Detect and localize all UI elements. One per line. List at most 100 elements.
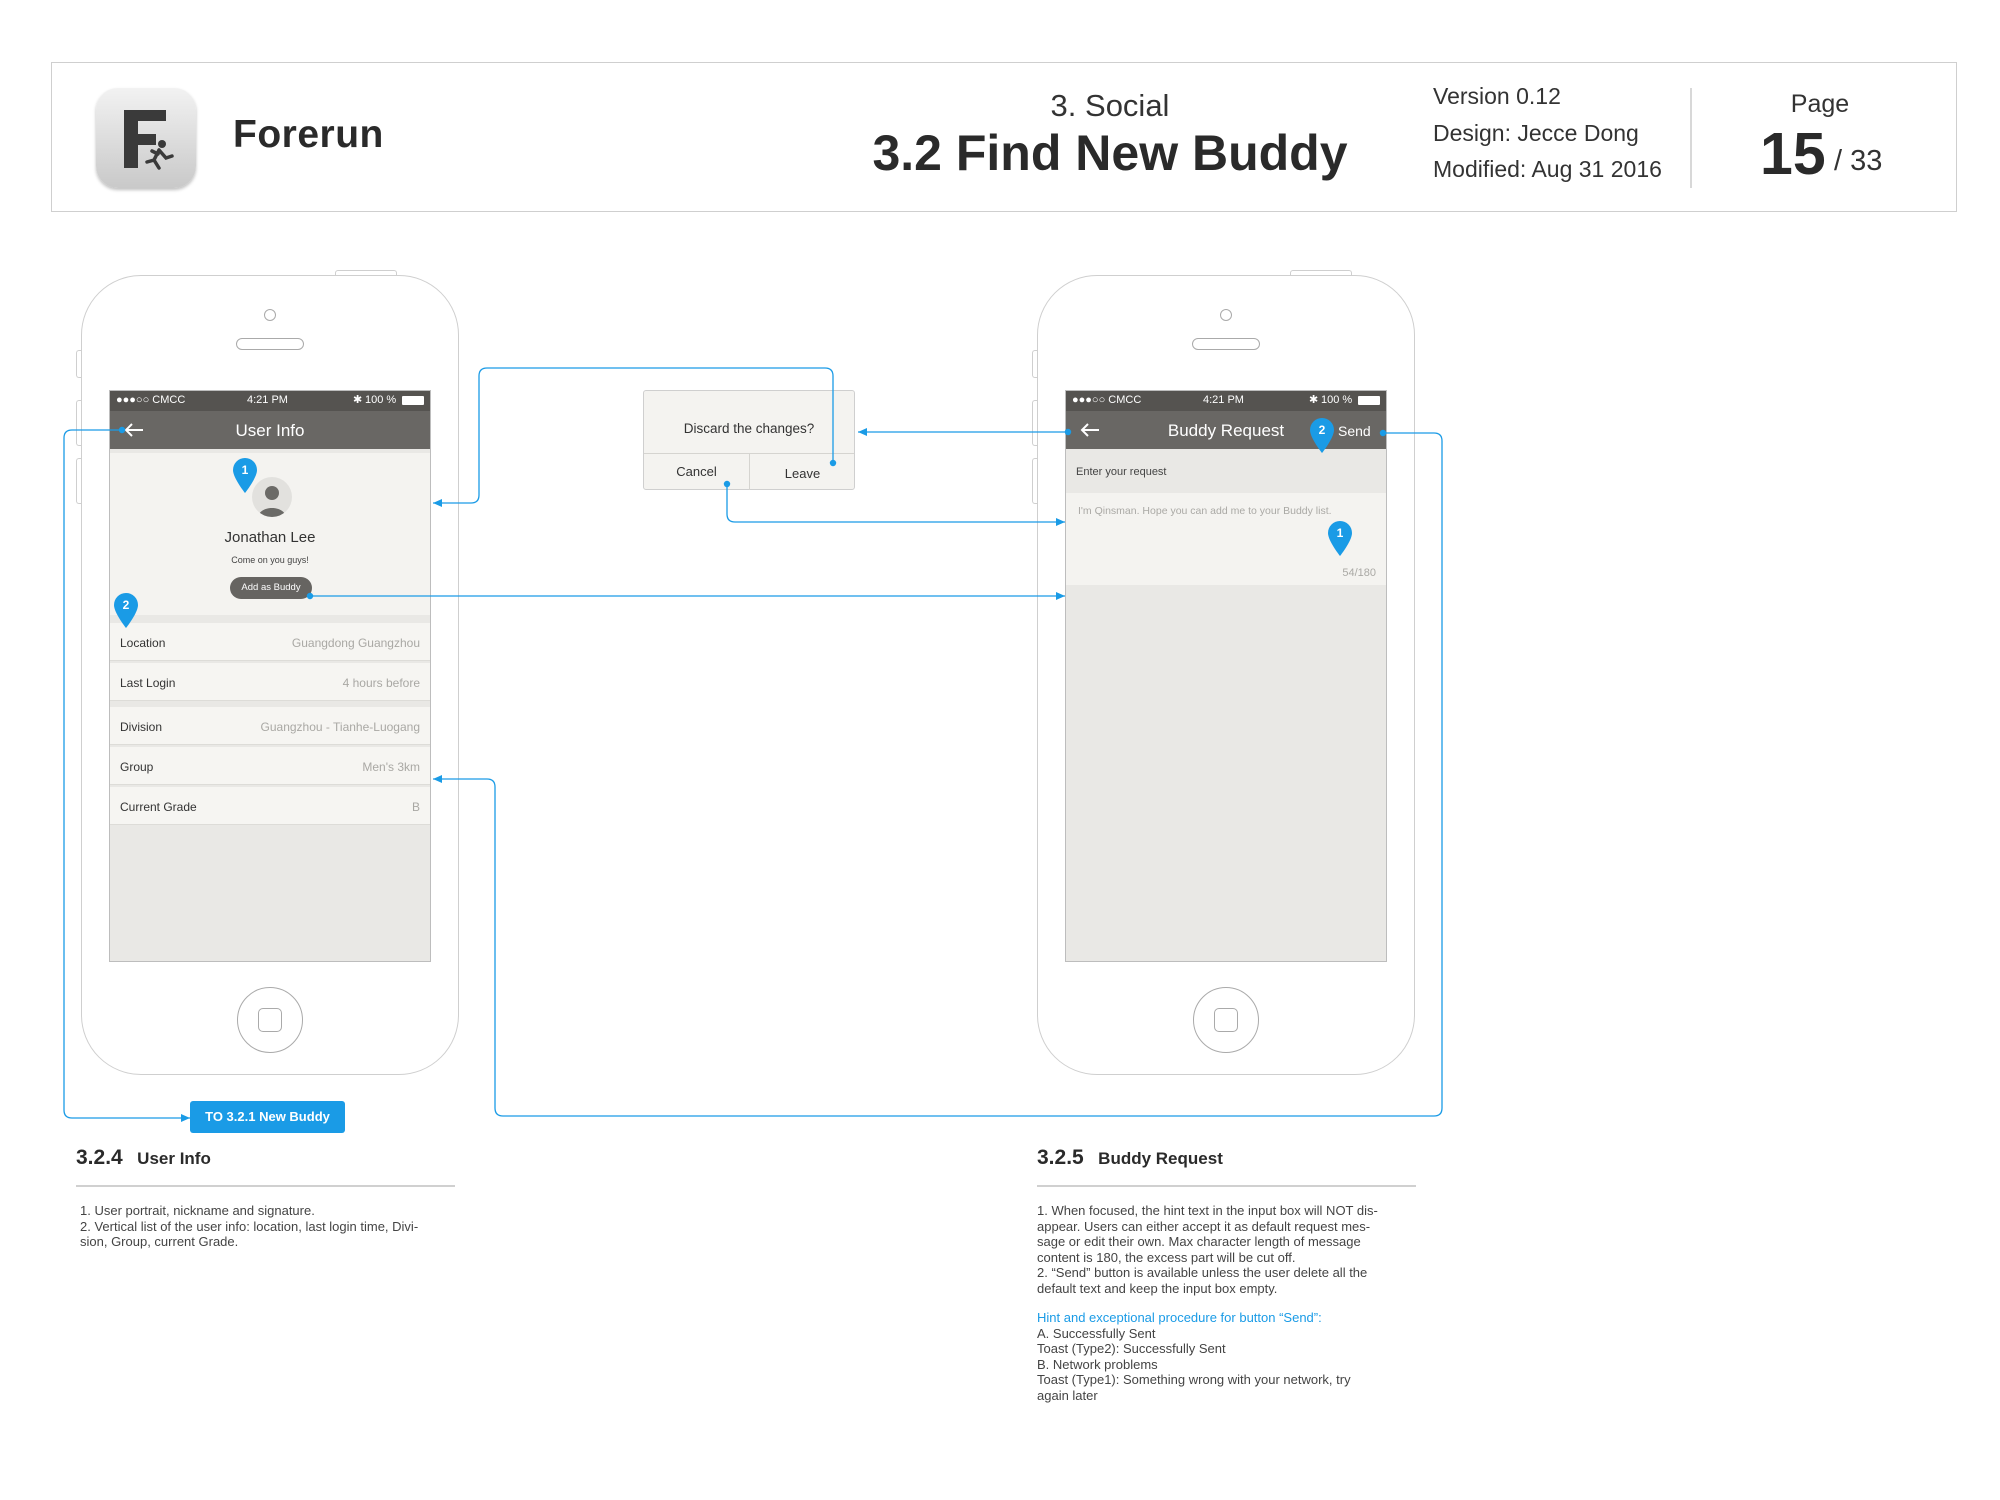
- nav-title: User Info: [235, 421, 305, 440]
- discard-dialog: Discard the changes? Cancel Leave: [643, 390, 855, 490]
- note-line: A. Successfully Sent: [1037, 1325, 1156, 1341]
- request-hint-text: I'm Qinsman. Hope you can add me to your…: [1078, 505, 1332, 517]
- back-arrow-icon[interactable]: [124, 423, 144, 437]
- connector-start-dot: [1064, 428, 1072, 436]
- profile-card: Jonathan Lee Come on you guys! Add as Bu…: [110, 453, 430, 615]
- notes-right-body: 1. When focused, the hint text in the in…: [1037, 1203, 1378, 1403]
- page-label: Page: [1790, 90, 1850, 118]
- bluetooth-icon: ✱: [353, 394, 363, 406]
- row-value: Guangzhou - Tianhe-Luogang: [260, 720, 420, 734]
- connector-send-to-user-info: [433, 432, 1443, 1117]
- note-line: default text and keep the input box empt…: [1037, 1280, 1278, 1296]
- home-button[interactable]: [237, 987, 303, 1053]
- row-label: Division: [120, 720, 163, 734]
- carrier-text: ●●●○○ CMCC: [1072, 394, 1142, 406]
- home-button[interactable]: [1193, 987, 1259, 1053]
- row-value: B: [411, 800, 420, 814]
- carrier-text: ●●●○○ CMCC: [116, 394, 186, 406]
- note-line: B. Network problems: [1037, 1356, 1158, 1372]
- note-line: sion, Group, current Grade.: [80, 1234, 239, 1249]
- notes-number: 3.2.4: [76, 1146, 123, 1169]
- section-label: 3. Social: [1050, 88, 1170, 123]
- notes-number: 3.2.5: [1037, 1146, 1084, 1169]
- marker-number: 2: [122, 598, 130, 612]
- note-line: sage or edit their own. Max character le…: [1037, 1234, 1361, 1249]
- nav-bar: User Info: [110, 411, 430, 449]
- notes-right-heading: 3.2.5 Buddy Request: [1037, 1146, 1223, 1170]
- info-row-current-grade: Current Grade B: [110, 787, 430, 825]
- connector-start-dot: [723, 480, 731, 488]
- modified-text: Modified: Aug 31 2016: [1433, 156, 1662, 182]
- connector-cancel-to-request: [726, 484, 1065, 526]
- marker-number: 2: [1318, 423, 1326, 437]
- add-as-buddy-button[interactable]: Add as Buddy: [230, 577, 312, 599]
- app-name: Forerun: [233, 113, 384, 156]
- hint-heading: Hint and exceptional procedure for butto…: [1037, 1310, 1322, 1325]
- page-total: / 33: [1834, 145, 1883, 177]
- phone-top-button: [1290, 270, 1352, 277]
- back-arrow-icon[interactable]: [1080, 423, 1100, 437]
- clock-text: 4:21 PM: [247, 394, 288, 406]
- dialog-leave-button[interactable]: Leave: [784, 466, 821, 481]
- info-row-last-login: Last Login 4 hours before: [110, 663, 430, 701]
- to-new-buddy-link[interactable]: TO 3.2.1 New Buddy: [190, 1101, 345, 1133]
- notes-title: User Info: [137, 1149, 211, 1168]
- notes-left-heading: 3.2.4 User Info: [76, 1146, 211, 1170]
- row-value: Guangdong Guangzhou: [291, 636, 420, 650]
- battery-text: 100 %: [1321, 394, 1353, 406]
- phone-side-button: [76, 350, 82, 378]
- notes-divider: [1037, 1185, 1416, 1187]
- avatar: [252, 477, 292, 517]
- connector-start-dot: [306, 592, 314, 600]
- status-bar: ●●●○○ CMCC 4:21 PM ✱ 100 %: [1066, 391, 1386, 411]
- dialog-message: Discard the changes?: [683, 421, 815, 436]
- phone-camera: [264, 309, 276, 321]
- version-text: Version 0.12: [1433, 83, 1561, 109]
- marker-2-buddy-request: 2: [1309, 418, 1335, 454]
- home-button-icon: [258, 1008, 282, 1032]
- note-line: 2. “Send” button is available unless the…: [1037, 1265, 1368, 1280]
- send-button[interactable]: Send: [1338, 423, 1371, 439]
- marker-number: 1: [241, 463, 249, 477]
- connector-back-to-new-buddy: [63, 429, 190, 1122]
- clock-text: 4:21 PM: [1203, 394, 1244, 406]
- connector-start-dot: [829, 459, 837, 467]
- header-frame: [51, 62, 1957, 212]
- map-pin-icon: [114, 593, 138, 628]
- note-line: again later: [1037, 1387, 1098, 1403]
- info-row-location: Location Guangdong Guangzhou: [110, 623, 430, 661]
- marker-1-buddy-request: 1: [1327, 521, 1353, 557]
- row-label: Location: [120, 636, 166, 650]
- dialog-cancel-button[interactable]: Cancel: [676, 464, 717, 479]
- runner-f-icon: [124, 110, 174, 170]
- user-name: Jonathan Lee: [224, 529, 316, 546]
- connector-start-dot: [118, 426, 126, 434]
- forerun-logo: [96, 88, 196, 188]
- phone-camera: [1220, 309, 1232, 321]
- marker-1-user-info: 1: [232, 458, 258, 494]
- notes-left-body: 1. User portrait, nickname and signature…: [80, 1203, 418, 1250]
- map-pin-icon: [1310, 418, 1334, 453]
- note-line: Toast (Type1): Something wrong with your…: [1037, 1372, 1351, 1387]
- screen-buddy-request: ●●●○○ CMCC 4:21 PM ✱ 100 % Buddy Request…: [1065, 390, 1387, 962]
- info-row-group: Group Men's 3km: [110, 747, 430, 785]
- dialog-divider: [749, 453, 750, 490]
- user-signature: Come on you guys!: [231, 555, 309, 565]
- status-bar: ●●●○○ CMCC 4:21 PM ✱ 100 %: [110, 391, 430, 411]
- nav-bar: Buddy Request Send: [1066, 411, 1386, 449]
- page-number: 15: [1760, 121, 1826, 187]
- phone-side-button: [1032, 458, 1038, 504]
- person-icon: [258, 486, 286, 517]
- phone-side-button: [76, 458, 82, 504]
- bluetooth-icon: ✱: [1309, 394, 1319, 406]
- battery-icon: [402, 396, 424, 405]
- connector-start-dot: [1379, 429, 1387, 437]
- row-value: Men's 3km: [362, 760, 420, 774]
- row-value: 4 hours before: [342, 676, 420, 690]
- page-title: 3.2 Find New Buddy: [872, 125, 1348, 181]
- phone-speaker: [1192, 338, 1260, 350]
- connector-leave-to-user-info: [433, 367, 834, 507]
- note-line: Toast (Type2): Successfully Sent: [1037, 1341, 1226, 1356]
- request-section-label: Enter your request: [1076, 466, 1167, 478]
